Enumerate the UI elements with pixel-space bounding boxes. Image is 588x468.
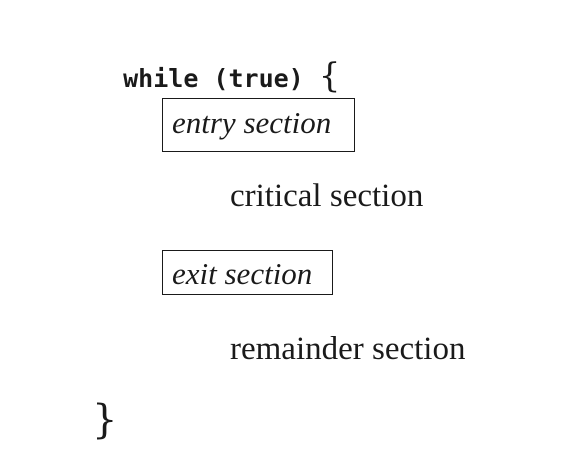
while-loop-header: while (true) { (93, 34, 340, 93)
exit-section-label: exit section (172, 256, 313, 291)
closing-brace: } (92, 397, 118, 443)
exit-section-box: exit section (162, 250, 333, 295)
remainder-section-label: remainder section (230, 331, 466, 367)
while-keyword-text: while (true) (123, 64, 319, 93)
entry-section-box: entry section (162, 98, 355, 152)
critical-section-label: critical section (230, 178, 424, 214)
entry-section-label: entry section (172, 105, 332, 140)
opening-brace: { (318, 56, 341, 96)
